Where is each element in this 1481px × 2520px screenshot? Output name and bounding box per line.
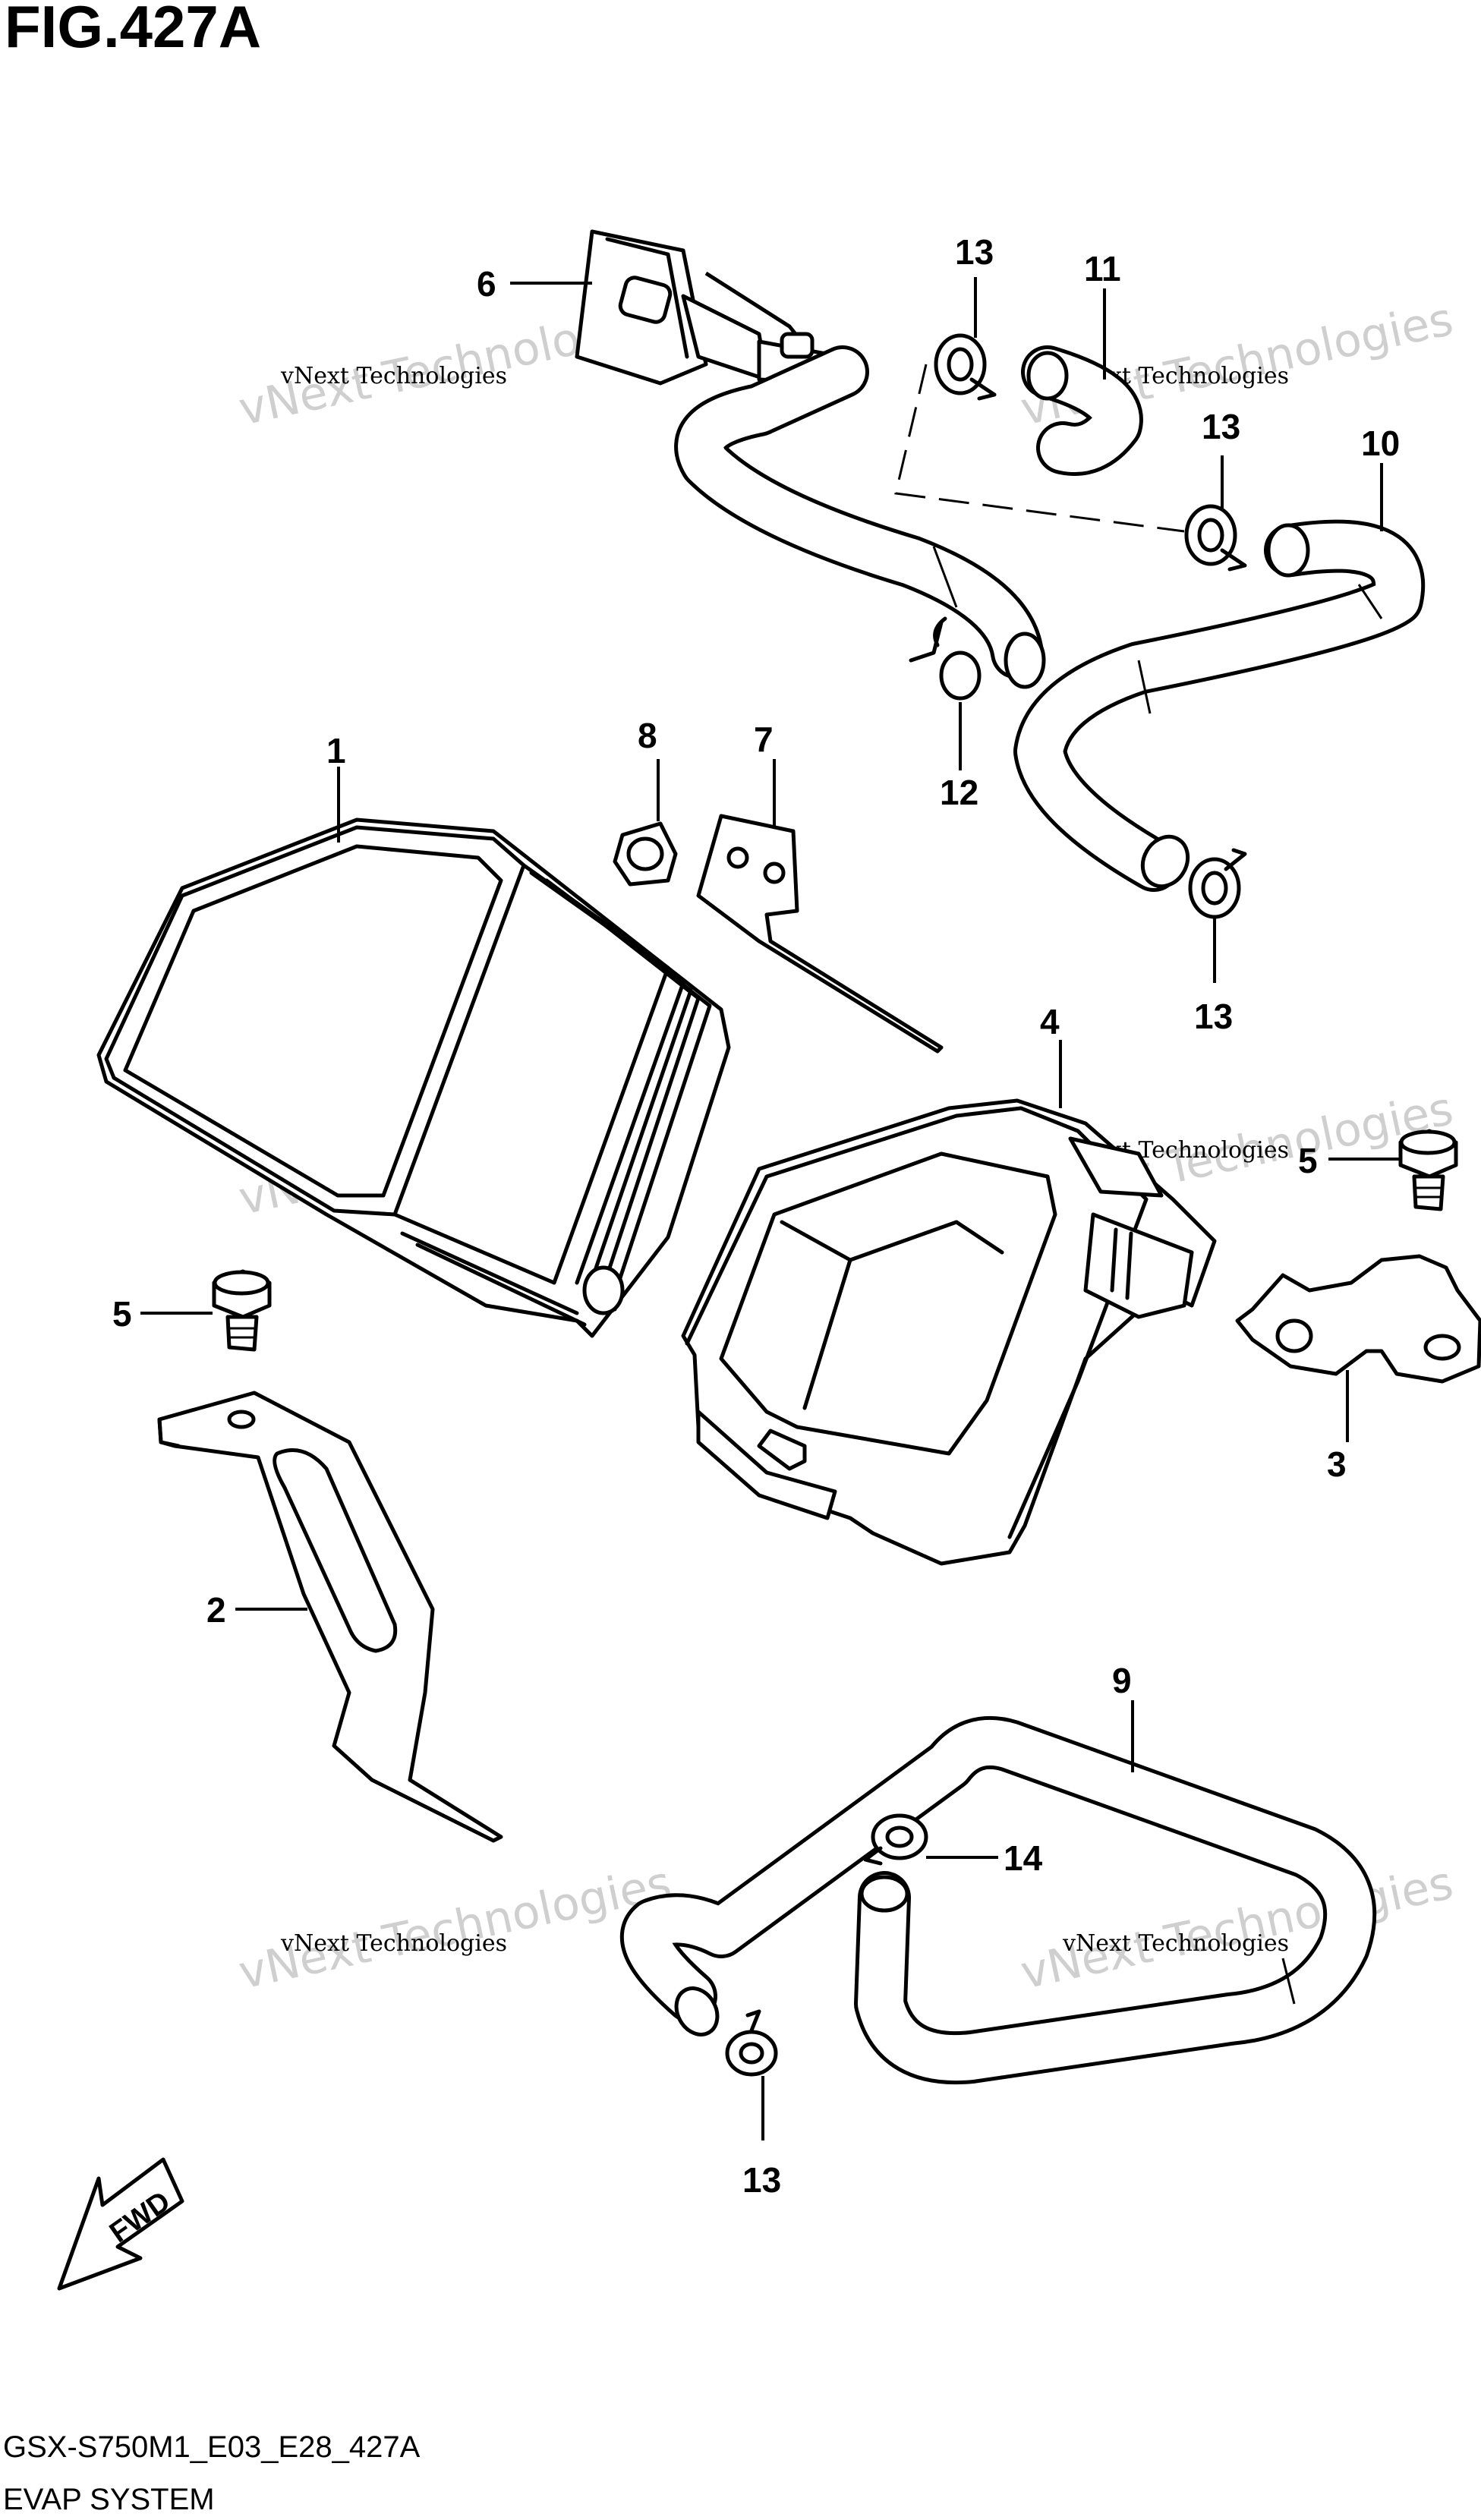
callout-2: 2 bbox=[206, 1590, 226, 1630]
callout-11: 11 bbox=[1084, 249, 1121, 288]
part-5-bolt-left bbox=[212, 1269, 272, 1352]
callout-13-bottom: 13 bbox=[742, 2160, 781, 2200]
watermark-big: vNext Technologies bbox=[235, 1857, 676, 2000]
callout-6: 6 bbox=[477, 264, 496, 304]
part-13-clamp-bottom bbox=[725, 2009, 778, 2077]
callout-4: 4 bbox=[1040, 1002, 1060, 1041]
callout-3: 3 bbox=[1327, 1444, 1347, 1484]
part-14-clamp bbox=[863, 1813, 928, 1866]
callout-14: 14 bbox=[1004, 1838, 1043, 1878]
part-13-clamp-top bbox=[934, 333, 997, 401]
callout-5-left: 5 bbox=[112, 1294, 132, 1334]
part-4-canister-case bbox=[681, 1098, 1217, 1566]
part-12-clamp bbox=[909, 616, 982, 701]
figure-title: FIG.427A bbox=[5, 0, 261, 60]
part-7-bracket bbox=[696, 814, 944, 1054]
callout-13-mid: 13 bbox=[1202, 407, 1240, 446]
callout-13-top: 13 bbox=[955, 232, 994, 272]
figure-name: EVAP SYSTEM bbox=[3, 2483, 215, 2516]
part-9-hose bbox=[619, 1715, 1377, 2085]
part-2-bracket bbox=[157, 1391, 503, 1843]
watermark-text: vNext Technologies bbox=[280, 1930, 507, 1957]
figure-code: GSX-S750M1_E03_E28_427A bbox=[3, 2430, 421, 2464]
callout-13-right: 13 bbox=[1194, 997, 1233, 1036]
callout-7: 7 bbox=[754, 720, 774, 759]
watermark-big: vNext Technologies bbox=[1016, 1857, 1458, 2000]
watermark-text: vNext Technologies bbox=[280, 363, 507, 389]
part-10-hose bbox=[1013, 519, 1426, 892]
callout-10: 10 bbox=[1361, 424, 1400, 463]
part-8-nut bbox=[613, 821, 678, 887]
part-1-canister bbox=[96, 817, 731, 1338]
fwd-arrow-icon: FWD bbox=[57, 2157, 184, 2291]
callout-9: 9 bbox=[1112, 1661, 1132, 1700]
part-3-bracket bbox=[1235, 1254, 1481, 1384]
callout-1: 1 bbox=[326, 731, 346, 770]
part-11-hose bbox=[674, 345, 1143, 689]
watermark-text: vNext Technologies bbox=[1062, 1930, 1289, 1957]
connection-dash bbox=[894, 364, 1185, 533]
callout-12: 12 bbox=[940, 773, 978, 812]
callout-5-right: 5 bbox=[1298, 1141, 1318, 1180]
part-13-clamp-right bbox=[1188, 848, 1247, 919]
part-5-bolt-right bbox=[1398, 1129, 1458, 1211]
part-13-clamp-mid bbox=[1184, 504, 1247, 572]
callout-8: 8 bbox=[638, 716, 657, 755]
